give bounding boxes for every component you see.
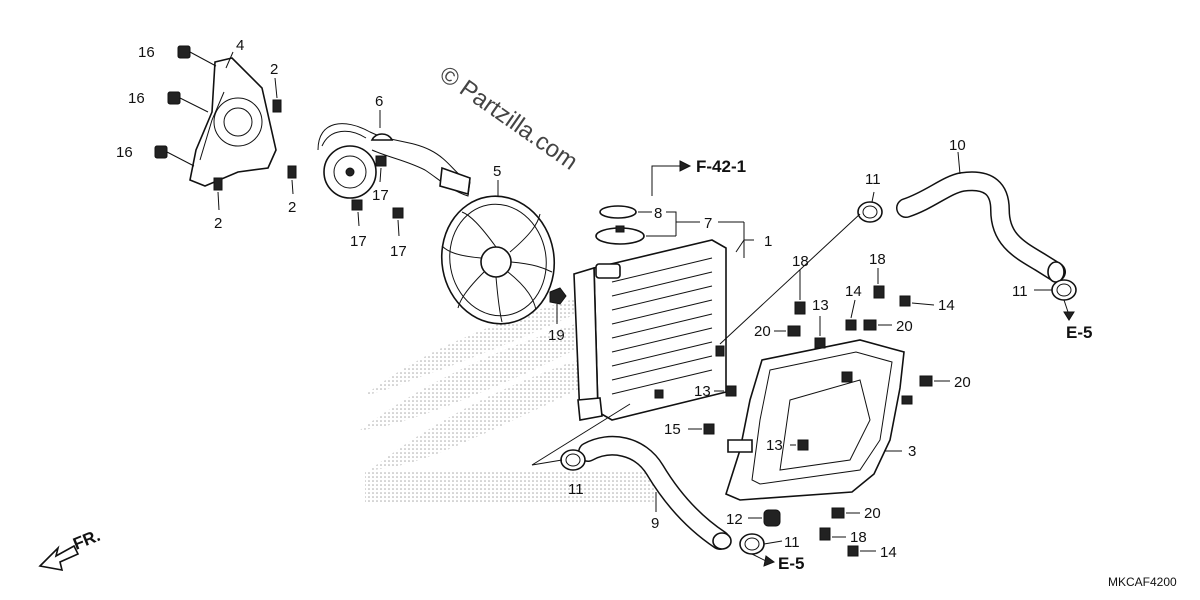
watermark-text: © Partzilla.com	[435, 61, 583, 176]
callout-12: 12	[726, 511, 743, 528]
callout-16-c: 16	[116, 144, 133, 161]
callout-10: 10	[949, 137, 966, 154]
bolt-15-icon	[688, 423, 715, 435]
bolt-16-bottom-icon	[154, 145, 195, 167]
callout-18-a: 18	[792, 253, 809, 270]
hose-clamp-11-right-icon	[1051, 279, 1077, 301]
nut-2-b-icon	[287, 165, 297, 179]
radiator-cap-7-icon	[595, 225, 645, 245]
hose-9-lower	[578, 435, 732, 550]
callout-1: 1	[764, 233, 772, 250]
callout-15: 15	[664, 421, 681, 438]
fan-blade	[440, 195, 556, 325]
callout-labels: 1 2 2 2 3 4 5 6 7 8 9 10 11 11 11 11 12 …	[116, 37, 1028, 561]
callout-17-b: 17	[350, 233, 367, 250]
hose-clamp-11-lower-right-icon	[739, 533, 765, 555]
callout-18-c: 18	[850, 529, 867, 546]
hose-clamp-11-lower-left-icon	[560, 449, 586, 471]
callout-11-b: 11	[1012, 283, 1028, 300]
diagram-code: MKCAF4200	[1108, 575, 1177, 589]
ref-e-5-right: E-5	[1066, 323, 1092, 342]
grommet-20-c-icon	[919, 375, 933, 387]
callout-14-a: 14	[845, 283, 862, 300]
bolt-14-c-icon	[847, 545, 859, 557]
grommet-20-b-icon	[863, 319, 877, 331]
nut-19-icon	[549, 287, 567, 324]
callout-13-b: 13	[694, 383, 711, 400]
clip-18-c-icon	[819, 527, 831, 541]
callout-11-a: 11	[865, 171, 881, 188]
callout-11-d: 11	[784, 534, 800, 551]
callout-20-d: 20	[864, 505, 881, 522]
callout-13-a: 13	[812, 297, 829, 314]
bolt-16-mid-icon	[167, 91, 209, 113]
hose-clamp-11-top-icon	[857, 201, 883, 223]
callout-9: 9	[651, 515, 659, 532]
bolt-17-b-icon	[351, 199, 363, 211]
fan-motor	[317, 123, 471, 199]
callout-17-a: 17	[372, 187, 389, 204]
radiator	[573, 239, 727, 421]
leader-lines	[217, 51, 1075, 567]
arrow-e5-bottom-icon	[763, 555, 776, 567]
callout-17-c: 17	[390, 243, 407, 260]
front-direction-arrow: FR.	[38, 526, 103, 572]
grommet-20-d-icon	[831, 507, 845, 519]
arrow-f42-icon	[679, 160, 692, 172]
callout-19: 19	[548, 327, 565, 344]
callout-2-b: 2	[288, 199, 296, 216]
bolt-17-a-icon	[375, 155, 387, 167]
callout-2-c: 2	[214, 215, 222, 232]
callout-20-a: 20	[754, 323, 771, 340]
ref-e-5-bottom: E-5	[778, 554, 804, 573]
bolt-16-top-icon	[177, 45, 217, 67]
callout-6: 6	[375, 93, 383, 110]
bolt-13-top-icon	[814, 316, 826, 349]
callout-18-b: 18	[869, 251, 886, 268]
fan-bracket	[189, 57, 277, 187]
hose-10-upper	[896, 171, 1066, 283]
clip-18-a-icon	[794, 301, 806, 315]
nut-2-c-icon	[213, 177, 223, 191]
bolt-17-c-icon	[392, 207, 404, 219]
callout-16-b: 16	[128, 90, 145, 107]
clip-18-b-icon	[873, 285, 885, 299]
callout-13-c: 13	[766, 437, 783, 454]
grommet-20-a-icon	[787, 325, 801, 337]
front-label: FR.	[70, 526, 103, 554]
callout-2-a: 2	[270, 61, 278, 78]
callout-11-c: 11	[568, 481, 584, 498]
rubber-12-icon	[763, 509, 781, 527]
callout-5: 5	[493, 163, 501, 180]
callout-3: 3	[908, 443, 916, 460]
callout-4: 4	[236, 37, 244, 54]
bolt-14-a-icon	[845, 319, 857, 331]
callout-8: 8	[654, 205, 662, 222]
ref-f-42-1: F-42-1	[696, 157, 746, 176]
nut-2-a-icon	[272, 99, 282, 113]
bolt-13-mid-icon	[714, 385, 737, 397]
bolt-13-low-icon	[790, 439, 809, 451]
o-ring-8-icon	[599, 205, 637, 219]
arrow-e5-right-icon	[1063, 311, 1075, 321]
callout-20-b: 20	[896, 318, 913, 335]
callout-16-a: 16	[138, 44, 155, 61]
callout-14-b: 14	[938, 297, 955, 314]
bolt-14-b-icon	[899, 295, 911, 307]
callout-14-c: 14	[880, 544, 897, 561]
callout-7: 7	[704, 215, 712, 232]
radiator-shroud	[725, 339, 913, 501]
callout-20-c: 20	[954, 374, 971, 391]
